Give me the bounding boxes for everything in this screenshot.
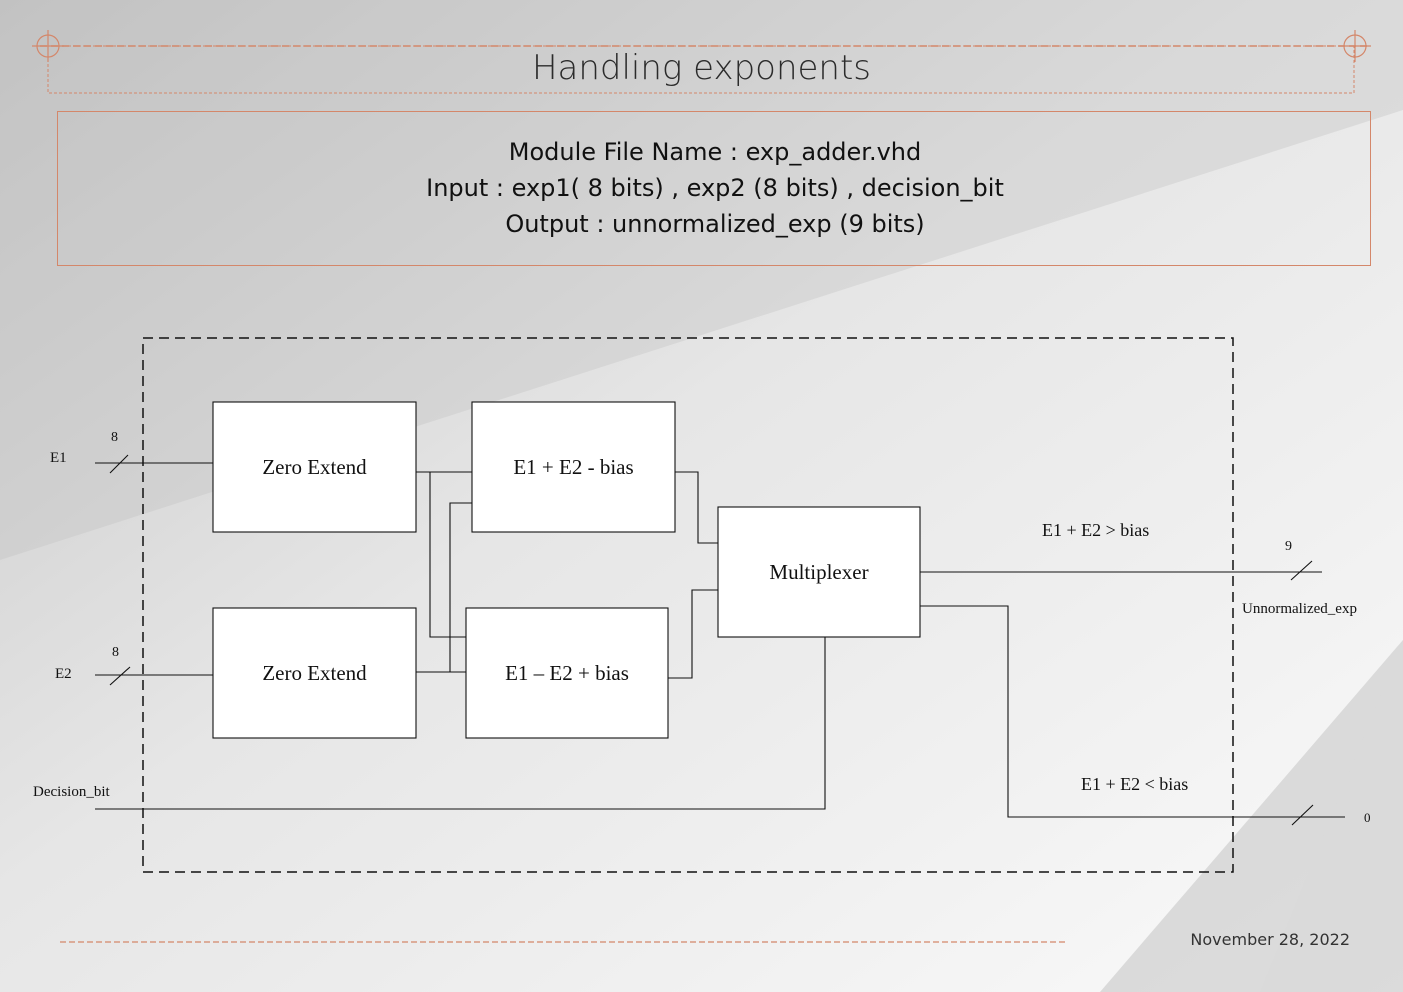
slide-date: November 28, 2022 [1190,930,1350,949]
block-label-zero-extend-2: Zero Extend [262,661,367,685]
input-width-e1: 8 [111,430,118,445]
zero-extend-block-1 [212,401,417,533]
module-file-name: Module File Name : exp_adder.vhd [508,138,922,166]
width-tick-output [1290,560,1313,581]
block-label-add-minus-bias: E1 + E2 - bias [513,455,633,479]
width-tick-e1 [109,454,129,474]
sub-plus-bias-block [465,607,669,739]
input-width-e2: 8 [112,645,119,660]
block-label-sub-plus-bias: E1 – E2 + bias [505,661,629,685]
width-tick-zero [1291,804,1314,826]
input-label-decision-bit: Decision_bit [33,784,110,800]
output-value-zero: 0 [1364,810,1371,825]
module-outputs: Output : unnormalized_exp (9 bits) [505,210,925,238]
module-boundary [142,337,1234,873]
width-tick-e2 [109,666,131,686]
output-width-unnormalized: 9 [1285,539,1292,554]
wire-zero-output [920,605,1345,818]
crosshair-icon [1339,30,1371,62]
output-label-unnormalized-exp: Unnormalized_exp [1242,601,1357,617]
header-guides [32,30,1371,94]
module-info-box: Module File Name : exp_adder.vhd Input :… [57,111,1371,266]
crosshair-icon [32,30,64,62]
input-label-e2: E2 [55,666,72,682]
output-label-greater: E1 + E2 > bias [1042,520,1149,540]
input-label-e1: E1 [50,450,67,466]
output-label-less: E1 + E2 < bias [1081,774,1188,794]
block-label-zero-extend-1: Zero Extend [262,455,367,479]
multiplexer-block [717,506,921,638]
diagram-labels: Zero Extend Zero Extend E1 + E2 - bias E… [33,430,1371,825]
block-diagram [95,337,1345,873]
block-label-multiplexer: Multiplexer [769,560,868,584]
slide-title: Handling exponents [531,48,872,88]
wire-decision-bit [95,637,826,810]
module-inputs: Input : exp1( 8 bits) , exp2 (8 bits) , … [426,174,1004,202]
add-minus-bias-block [471,401,676,533]
zero-extend-block-2 [212,607,417,739]
